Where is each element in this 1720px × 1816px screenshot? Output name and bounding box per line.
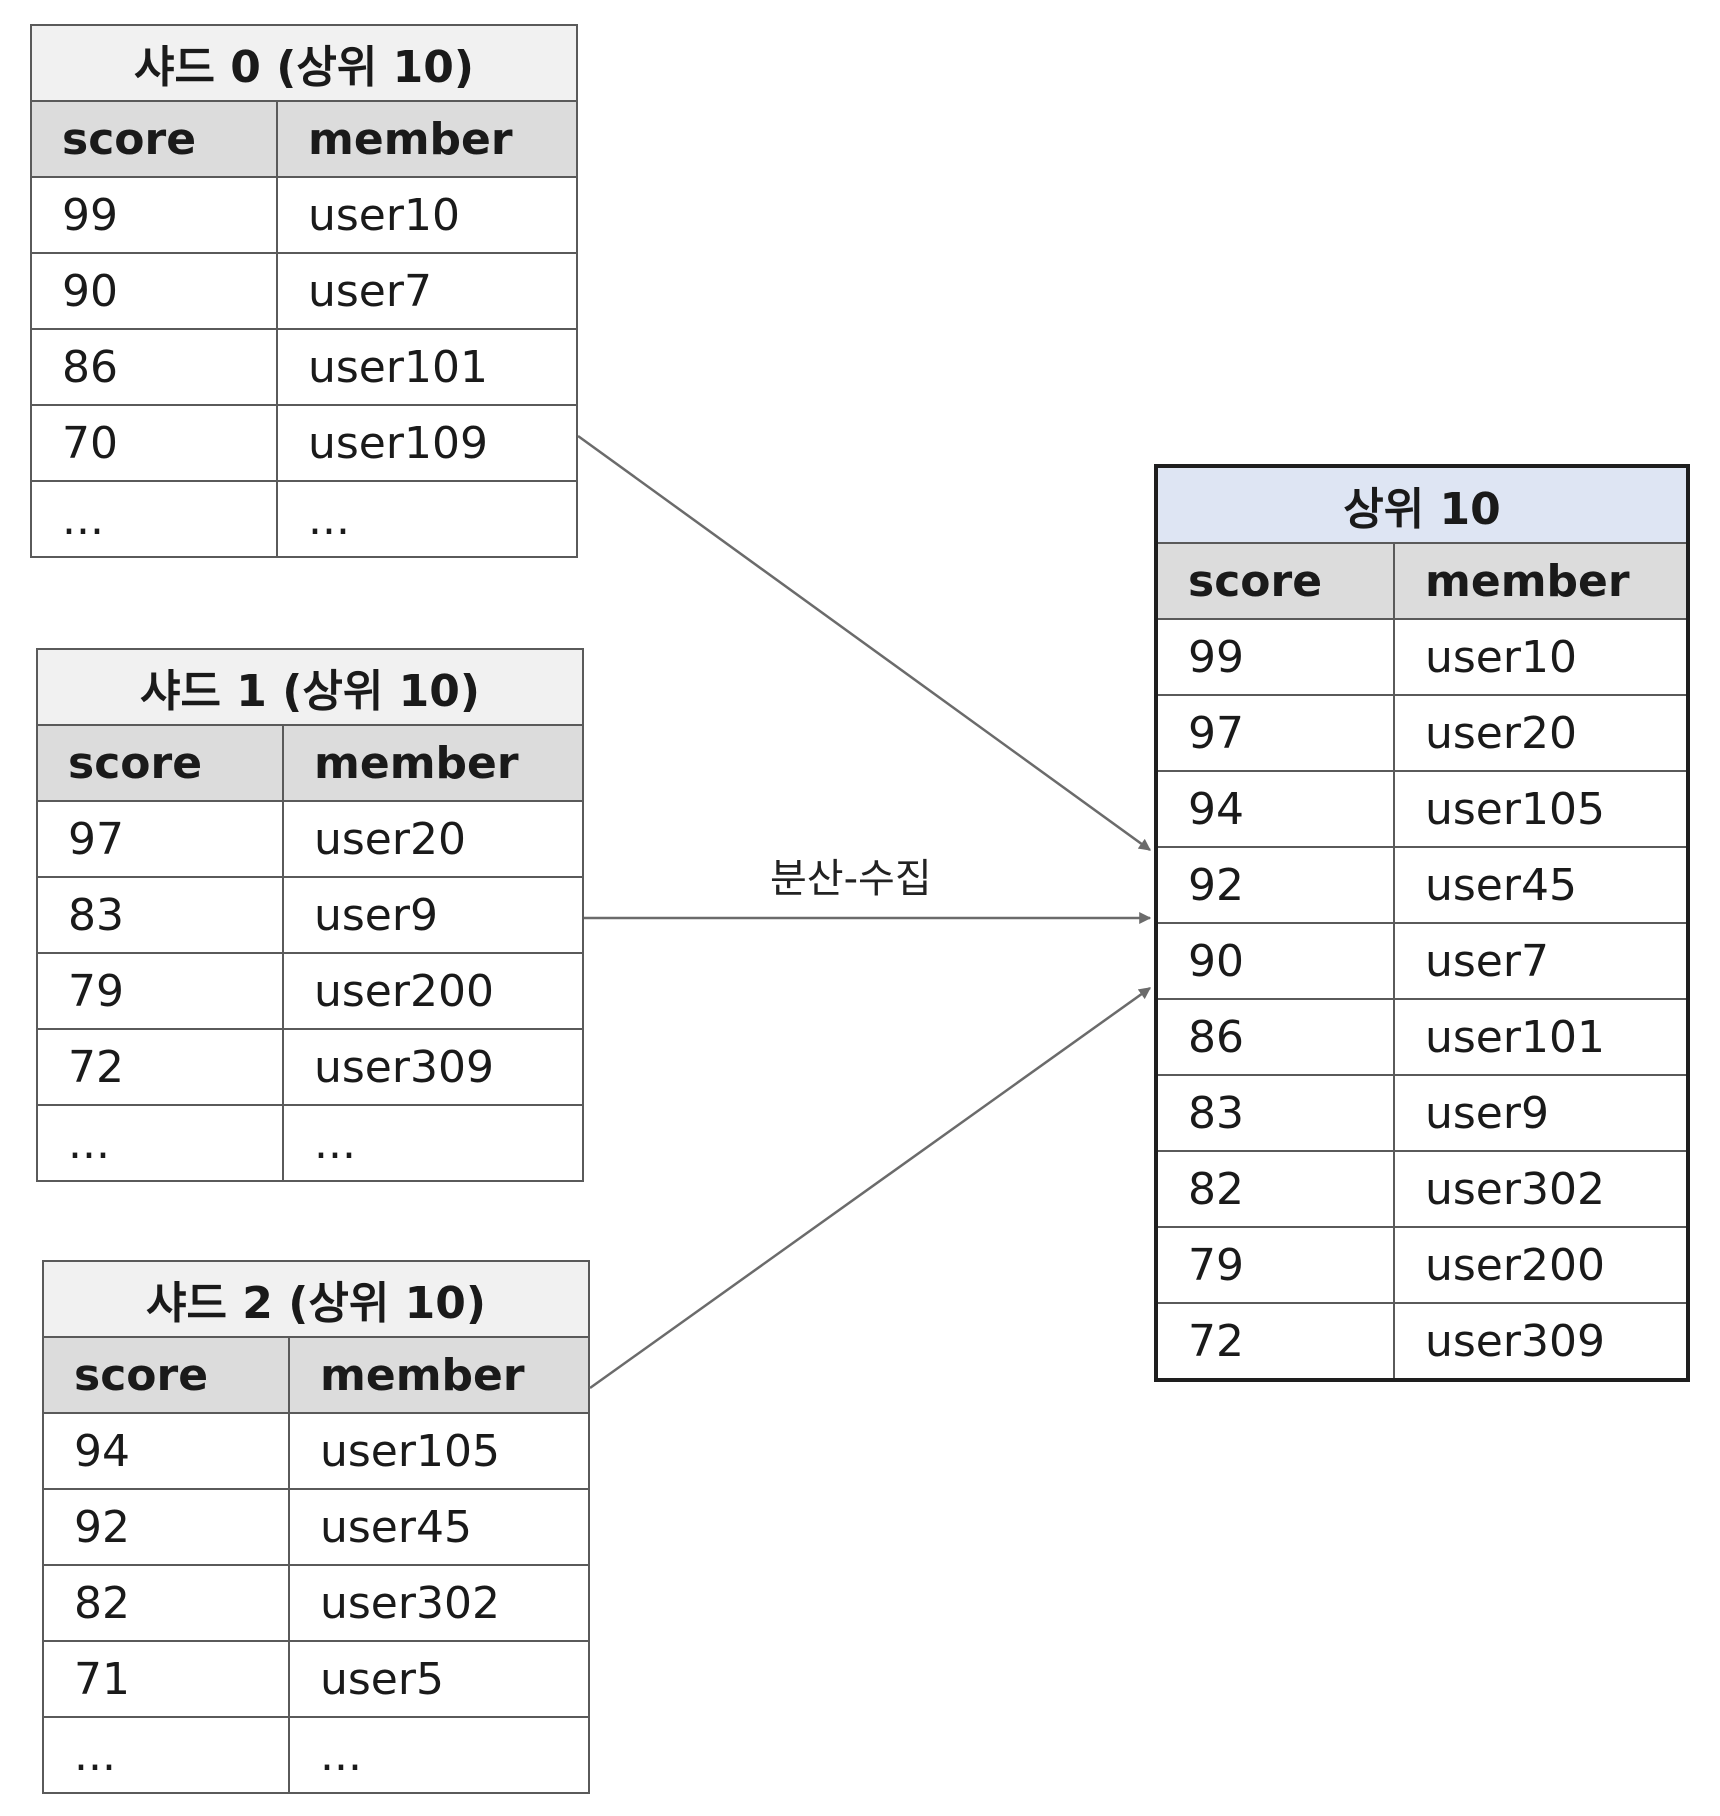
table-row: 97 user20 bbox=[1155, 694, 1690, 772]
score-cell: 94 bbox=[42, 1412, 290, 1490]
table-row: 92 user45 bbox=[42, 1488, 591, 1566]
table-row: 90 user7 bbox=[30, 252, 579, 330]
score-cell: 82 bbox=[42, 1564, 290, 1642]
member-cell: user10 bbox=[275, 176, 579, 254]
member-header: member bbox=[281, 724, 585, 802]
score-cell: 82 bbox=[1155, 1150, 1395, 1228]
table-row: ... ... bbox=[42, 1716, 591, 1794]
score-cell: 83 bbox=[36, 876, 284, 954]
member-cell: user302 bbox=[287, 1564, 591, 1642]
table-row: 82 user302 bbox=[42, 1564, 591, 1642]
member-cell: ... bbox=[275, 480, 579, 558]
top-10-result-table: 상위 10 score member 99 user10 97 user20 9… bbox=[1154, 464, 1691, 1382]
table-row: 94 user105 bbox=[1155, 770, 1690, 848]
table-row: 97 user20 bbox=[36, 800, 585, 878]
table-row: 92 user45 bbox=[1155, 846, 1690, 924]
table-row: 99 user10 bbox=[1155, 618, 1690, 696]
table-row: 83 user9 bbox=[1155, 1074, 1690, 1152]
table-row: 79 user200 bbox=[36, 952, 585, 1030]
table-row: 72 user309 bbox=[36, 1028, 585, 1106]
member-header: member bbox=[1392, 542, 1690, 620]
member-cell: user309 bbox=[1392, 1302, 1690, 1381]
score-header: score bbox=[1155, 542, 1395, 620]
scatter-gather-label: 분산-수집 bbox=[770, 856, 932, 902]
score-cell: 70 bbox=[30, 404, 278, 482]
member-cell: user9 bbox=[1392, 1074, 1690, 1152]
shard-1-title: 샤드 1 (상위 10) bbox=[35, 648, 585, 726]
table-row: 99 user10 bbox=[30, 176, 579, 254]
score-cell: 92 bbox=[42, 1488, 290, 1566]
member-cell: user302 bbox=[1392, 1150, 1690, 1228]
member-cell: user20 bbox=[281, 800, 585, 878]
score-cell: 90 bbox=[30, 252, 278, 330]
member-cell: user105 bbox=[287, 1412, 591, 1490]
score-cell: 71 bbox=[42, 1640, 290, 1718]
member-cell: user105 bbox=[1392, 770, 1690, 848]
score-cell: 79 bbox=[36, 952, 284, 1030]
member-cell: user109 bbox=[275, 404, 579, 482]
score-cell: 72 bbox=[36, 1028, 284, 1106]
shard-2-title: 샤드 2 (상위 10) bbox=[41, 1260, 591, 1338]
table-row: 86 user101 bbox=[1155, 998, 1690, 1076]
member-cell: user309 bbox=[281, 1028, 585, 1106]
result-title: 상위 10 bbox=[1154, 465, 1690, 544]
member-header: member bbox=[275, 100, 579, 178]
member-cell: user5 bbox=[287, 1640, 591, 1718]
score-cell: 86 bbox=[30, 328, 278, 406]
shard-2-table: 샤드 2 (상위 10) score member 94 user105 92 … bbox=[41, 1260, 591, 1794]
member-cell: user45 bbox=[1392, 846, 1690, 924]
shard-0-title: 샤드 0 (상위 10) bbox=[29, 24, 579, 102]
score-cell: ... bbox=[42, 1716, 290, 1794]
score-cell: 83 bbox=[1155, 1074, 1395, 1152]
score-cell: 72 bbox=[1155, 1302, 1395, 1381]
table-row: 94 user105 bbox=[42, 1412, 591, 1490]
member-cell: user7 bbox=[1392, 922, 1690, 1000]
table-row: 79 user200 bbox=[1155, 1226, 1690, 1304]
table-row: 83 user9 bbox=[36, 876, 585, 954]
table-row: 90 user7 bbox=[1155, 922, 1690, 1000]
score-cell: 79 bbox=[1155, 1226, 1395, 1304]
score-cell: 94 bbox=[1155, 770, 1395, 848]
member-cell: user10 bbox=[1392, 618, 1690, 696]
table-row: 71 user5 bbox=[42, 1640, 591, 1718]
member-header: member bbox=[287, 1336, 591, 1414]
member-cell: user101 bbox=[275, 328, 579, 406]
table-row: 82 user302 bbox=[1155, 1150, 1690, 1228]
arrow-shard-0 bbox=[577, 434, 1151, 852]
member-cell: user101 bbox=[1392, 998, 1690, 1076]
score-cell: 86 bbox=[1155, 998, 1395, 1076]
member-cell: user200 bbox=[281, 952, 585, 1030]
score-cell: 99 bbox=[30, 176, 278, 254]
shard-0-table: 샤드 0 (상위 10) score member 99 user10 90 u… bbox=[29, 24, 579, 558]
member-cell: user9 bbox=[281, 876, 585, 954]
member-cell: user200 bbox=[1392, 1226, 1690, 1304]
table-row: 70 user109 bbox=[30, 404, 579, 482]
table-row: 72 user309 bbox=[1155, 1302, 1690, 1381]
table-row: 86 user101 bbox=[30, 328, 579, 406]
score-header: score bbox=[30, 100, 278, 178]
score-header: score bbox=[36, 724, 284, 802]
score-header: score bbox=[42, 1336, 290, 1414]
score-cell: ... bbox=[30, 480, 278, 558]
score-cell: 90 bbox=[1155, 922, 1395, 1000]
arrow-shard-2 bbox=[589, 986, 1151, 1390]
score-cell: 99 bbox=[1155, 618, 1395, 696]
member-cell: user20 bbox=[1392, 694, 1690, 772]
table-row: ... ... bbox=[36, 1104, 585, 1182]
score-cell: 97 bbox=[36, 800, 284, 878]
table-row: ... ... bbox=[30, 480, 579, 558]
member-cell: ... bbox=[281, 1104, 585, 1182]
shard-1-table: 샤드 1 (상위 10) score member 97 user20 83 u… bbox=[35, 648, 585, 1182]
member-cell: user7 bbox=[275, 252, 579, 330]
score-cell: ... bbox=[36, 1104, 284, 1182]
score-cell: 97 bbox=[1155, 694, 1395, 772]
score-cell: 92 bbox=[1155, 846, 1395, 924]
member-cell: user45 bbox=[287, 1488, 591, 1566]
member-cell: ... bbox=[287, 1716, 591, 1794]
